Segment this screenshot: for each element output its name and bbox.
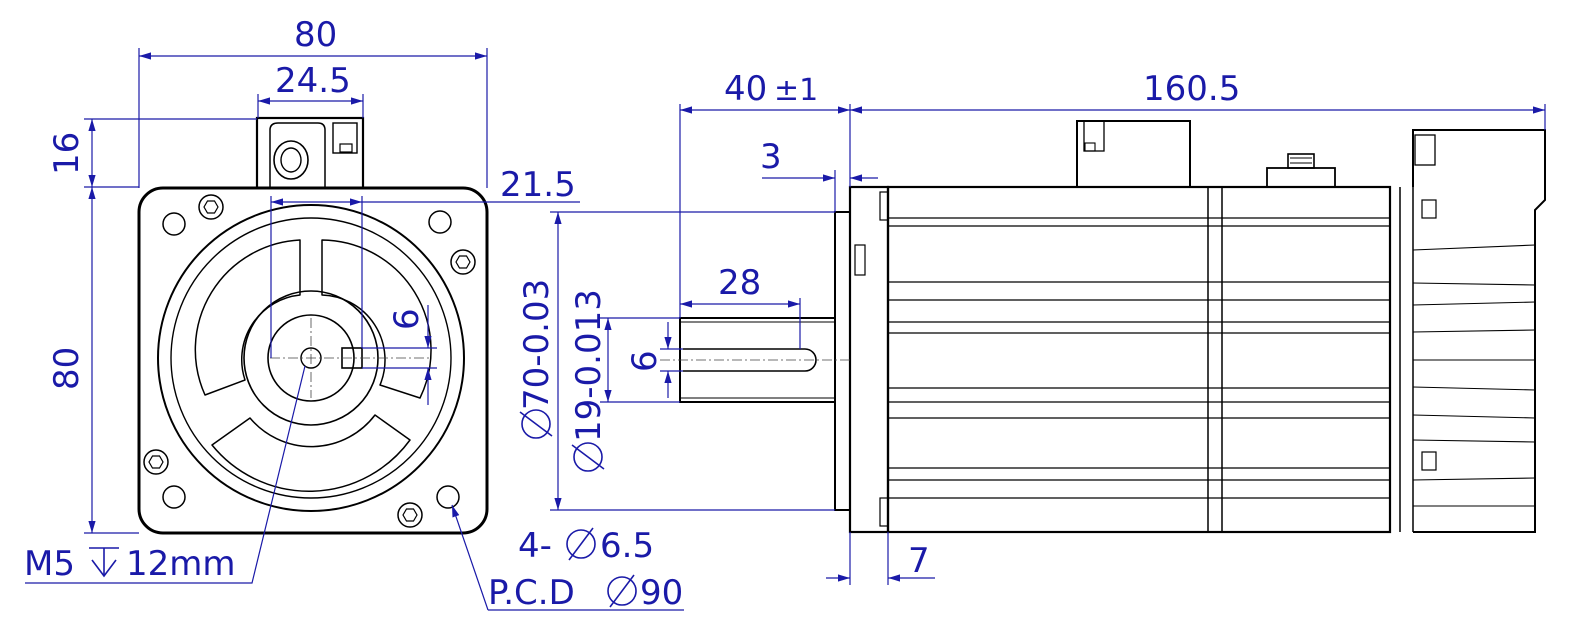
dim-flange-step: 3 — [760, 137, 782, 177]
hex-bolts — [143, 194, 476, 528]
depth-icon — [89, 547, 119, 578]
dim-key-length: 28 — [718, 263, 761, 303]
dim-pcd-label: P.C.D — [488, 573, 575, 613]
mounting-holes — [162, 210, 460, 509]
power-connector — [1076, 120, 1191, 188]
dim-body-length: 160.5 — [1143, 69, 1240, 109]
dim-connector-width: 24.5 — [275, 61, 351, 101]
dim-connector-height: 16 — [47, 132, 87, 175]
diameter-icon — [571, 442, 605, 472]
dim-key-height-front: 6 — [387, 308, 427, 330]
dim-shaft-dia: 19-0.013 — [569, 289, 609, 442]
spoke-slots — [194, 239, 432, 492]
dim-thread: M5 — [24, 544, 75, 584]
dim-shaft-tol: ±1 — [774, 73, 818, 108]
dim-mounting-holes: 4- — [518, 526, 552, 566]
dim-overall-height: 80 — [47, 347, 87, 390]
dim-shaft-length: 40 — [724, 69, 767, 109]
encoder — [1412, 129, 1546, 533]
connector-block — [255, 116, 365, 190]
side-view — [660, 120, 1546, 534]
dim-shaft-offset: 21.5 — [500, 165, 576, 205]
front-dimensions — [25, 48, 684, 611]
dim-mounting-hole-dia: 6.5 — [600, 526, 654, 566]
diameter-icon — [566, 527, 596, 561]
dim-pilot-dia: 70-0.03 — [517, 279, 557, 410]
top-fitting — [1266, 153, 1336, 188]
dim-flange-thickness: 7 — [908, 541, 930, 581]
dim-key-width-side: 6 — [625, 350, 665, 372]
dim-overall-width: 80 — [294, 15, 337, 55]
dim-thread-depth: 12mm — [126, 544, 236, 584]
dim-pcd-dia: 90 — [640, 573, 683, 613]
flange-square — [137, 186, 489, 535]
diameter-icon — [519, 409, 553, 439]
side-dimensions — [550, 104, 1546, 585]
body-grooves — [888, 217, 1390, 499]
diameter-icon — [607, 574, 637, 608]
front-view — [137, 116, 489, 535]
